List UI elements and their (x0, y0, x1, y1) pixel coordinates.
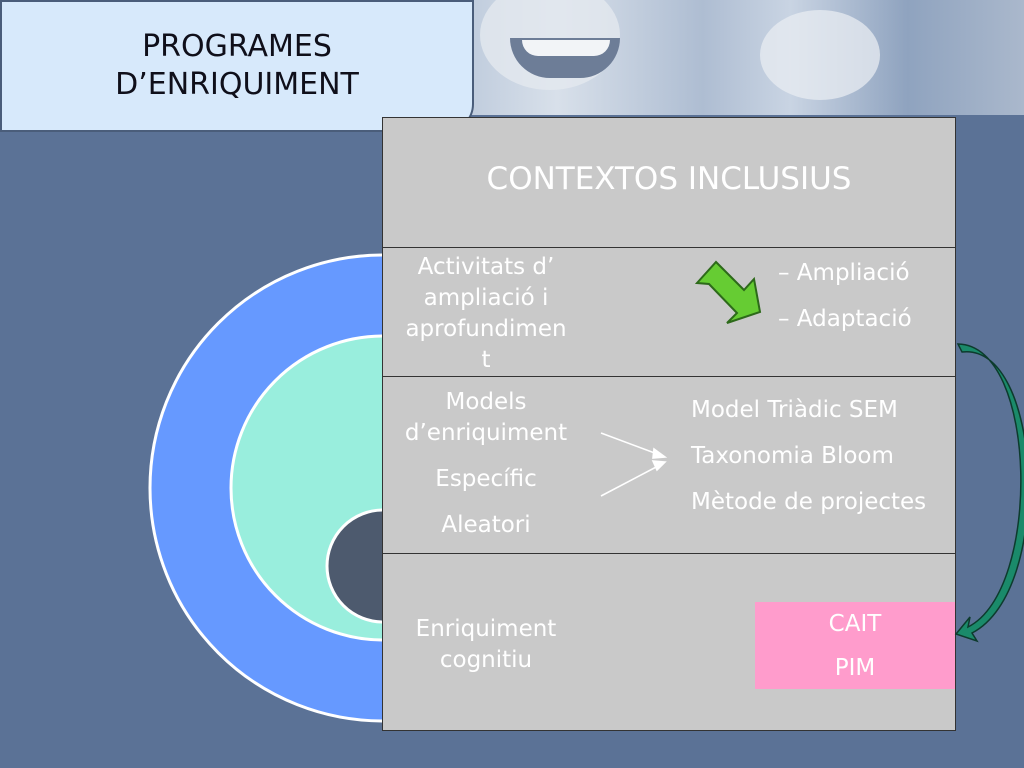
panel-header: CONTEXTOS INCLUSIUS (486, 161, 852, 197)
title-line-1: PROGRAMES (142, 29, 332, 64)
title-line-2: D’ENRIQUIMENT (115, 67, 359, 102)
row-models-label: Models d’enriquiment Específic Aleatori (391, 387, 581, 541)
title-box: PROGRAMES D’ENRIQUIMENT (0, 0, 474, 132)
program-cait: CAIT (828, 611, 882, 637)
cognitive-programs-box: CAIT PIM (755, 602, 955, 689)
row-activitats-label: Activitats d’ ampliació i aprofundimen t (405, 254, 567, 373)
row-enriquiment-cognitiu: Enriquiment cognitiu CAIT PIM (383, 554, 955, 730)
row-activitats: Activitats d’ ampliació i aprofundimen t… (383, 248, 955, 377)
option-adaptacio: – Adaptació (778, 306, 912, 332)
row-cognitiu-label: Enriquiment cognitiu (415, 616, 557, 673)
curved-arrow-icon (954, 343, 1024, 643)
option-ampliacio: – Ampliació (778, 260, 910, 286)
model-especific: Específic (435, 466, 537, 492)
decor-photo (440, 0, 1024, 115)
option-model-triadic: Model Triàdic SEM (691, 397, 898, 423)
row-models: Models d’enriquiment Específic Aleatori … (383, 377, 955, 554)
panel-header-row: CONTEXTOS INCLUSIUS (383, 118, 955, 248)
row-models-options: Model Triàdic SEM Taxonomia Bloom Mètode… (691, 387, 926, 525)
option-metode-projectes: Mètode de projectes (691, 489, 927, 515)
row-activitats-options: – Ampliació – Adaptació (778, 250, 912, 342)
model-aleatori: Aleatori (441, 512, 531, 538)
contexts-panel: CONTEXTOS INCLUSIUS Activitats d’ amplia… (382, 117, 956, 731)
program-pim: PIM (834, 655, 876, 681)
option-taxonomia-bloom: Taxonomia Bloom (691, 443, 894, 469)
